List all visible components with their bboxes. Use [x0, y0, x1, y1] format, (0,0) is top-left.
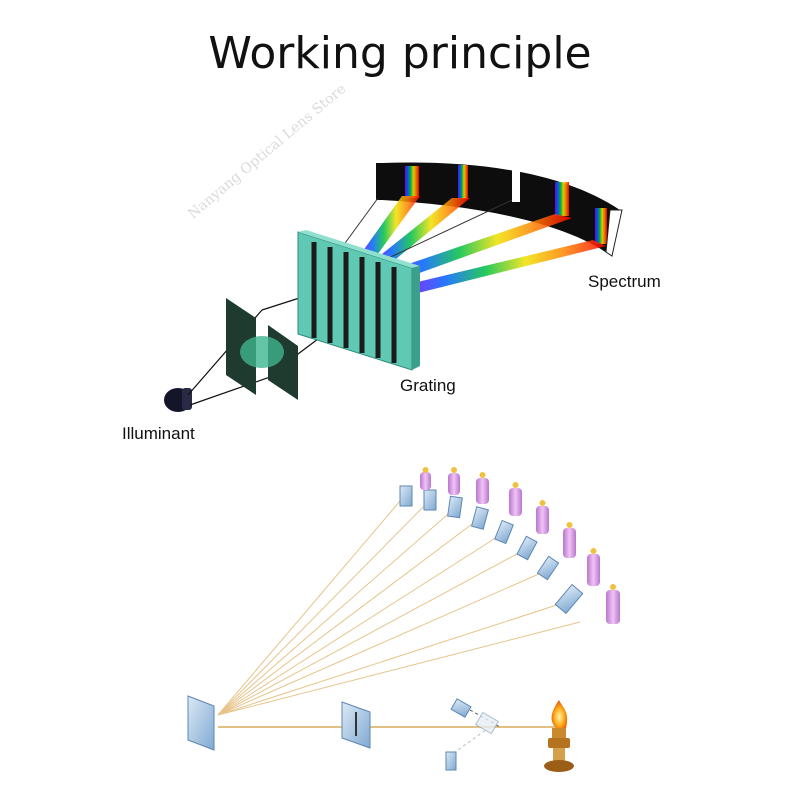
lamp-tube	[448, 467, 460, 495]
lamp-tube	[476, 472, 489, 504]
photomultiplier-tubes	[420, 467, 620, 624]
exit-slits	[399, 485, 584, 615]
lamp-tube	[587, 548, 600, 586]
grating-spectrometer-diagram	[164, 162, 623, 412]
spectrum-stripe	[405, 166, 419, 198]
beam-split-line	[454, 726, 491, 753]
diffraction-grating	[297, 230, 420, 371]
spectrum-stripe	[555, 182, 569, 216]
lamp-tube	[420, 467, 431, 490]
grating-label: Grating	[400, 376, 456, 395]
page-title: Working principle	[208, 28, 592, 79]
lamp-bulb-icon	[164, 388, 192, 412]
lamp-tube	[563, 522, 576, 558]
beam-splitter	[475, 711, 499, 735]
multichannel-spectrometer-diagram	[187, 467, 620, 772]
spectrum-screen-edge	[605, 209, 623, 257]
dispersed-beam	[360, 196, 420, 262]
concave-grating	[187, 695, 215, 751]
spectrum-stripe	[512, 168, 520, 202]
dispersed-beam	[405, 240, 606, 295]
filter-block	[450, 698, 472, 718]
lamp-tube	[606, 584, 620, 624]
entrance-slit-panel	[226, 298, 256, 395]
dispersed-beam	[385, 214, 572, 280]
spectrum-stripe	[595, 208, 607, 244]
zero-order-ray	[379, 199, 513, 263]
lens-light-spot	[240, 336, 284, 368]
illuminant-label: Illuminant	[122, 424, 195, 443]
lamp-tube	[536, 500, 549, 534]
dispersed-beam	[372, 198, 470, 268]
burner-flame-icon	[544, 700, 574, 772]
light-ray	[339, 197, 379, 251]
reference-detector	[445, 751, 457, 771]
spectrum-stripe	[458, 165, 468, 199]
spectrum-label: Spectrum	[588, 272, 661, 291]
lamp-tube	[509, 482, 522, 516]
